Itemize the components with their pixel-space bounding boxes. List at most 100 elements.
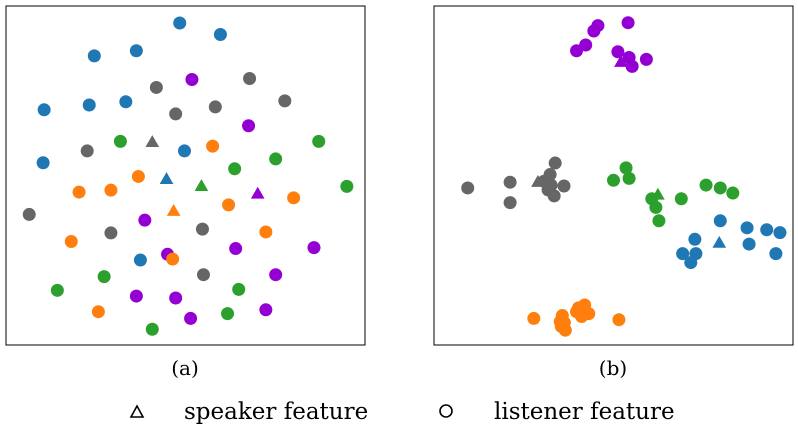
panel-a-green-circle-point-20 xyxy=(269,152,283,166)
panel-a-orange-triangle-point-33 xyxy=(166,204,181,216)
panel-a-blue-triangle-point-24 xyxy=(159,172,174,185)
panel-a-frame xyxy=(5,5,366,346)
panel-b-green-circle-point-23 xyxy=(699,178,713,192)
panel-a-gray-circle-point-44 xyxy=(196,268,210,282)
legend-triangle-icon xyxy=(129,404,145,418)
panel-a-purple-circle-point-52 xyxy=(184,311,198,325)
panel-a-purple-circle-point-41 xyxy=(307,241,321,255)
panel-a-green-circle-point-53 xyxy=(221,307,235,321)
panel-a-green-circle-point-49 xyxy=(232,282,246,296)
panel-a-gray-circle-point-12 xyxy=(169,107,183,121)
panel-b-purple-circle-point-0 xyxy=(621,16,635,30)
panel-a-gray-circle-point-11 xyxy=(208,100,222,114)
panel-b-gray-circle-point-10 xyxy=(548,156,562,170)
panel-a-orange-circle-point-36 xyxy=(259,225,273,239)
panel-a-orange-circle-point-31 xyxy=(222,198,236,212)
panel-a-green-circle-point-26 xyxy=(340,179,354,193)
panel-a-green-triangle-point-25 xyxy=(194,179,209,192)
panel-a-gray-circle-point-18 xyxy=(80,144,94,158)
legend-circle-icon xyxy=(439,404,453,418)
panel-b-gray-circle-point-14 xyxy=(503,175,517,189)
panel-a-blue-circle-point-9 xyxy=(82,98,96,112)
panel-b-green-circle-point-28 xyxy=(674,192,688,206)
panel-b-blue-circle-point-33 xyxy=(740,221,754,235)
panel-b-orange-circle-point-50 xyxy=(527,311,541,325)
panel-a-orange-circle-point-51 xyxy=(91,305,105,319)
panel-b-green-circle-point-30 xyxy=(649,200,663,214)
panel-a-purple-circle-point-13 xyxy=(242,119,256,133)
panel-b-green-circle-point-17 xyxy=(607,173,620,187)
panel-a-purple-circle-point-48 xyxy=(129,289,143,303)
panel-a-purple-circle-point-46 xyxy=(269,268,283,282)
panel-a-blue-circle-point-21 xyxy=(36,156,50,170)
panel-b-blue-circle-point-35 xyxy=(773,226,787,240)
panel-a-blue-circle-point-2 xyxy=(87,49,101,63)
panel-a-purple-circle-point-4 xyxy=(185,72,199,86)
panel-b-blue-triangle-point-37 xyxy=(712,235,727,248)
panel-b-gray-circle-point-20 xyxy=(461,181,475,195)
panel-b-blue-circle-point-38 xyxy=(742,237,756,251)
panel-b-gray-triangle-point-15 xyxy=(531,174,545,187)
panel-a-purple-circle-point-34 xyxy=(138,213,152,227)
panel-b-green-circle-point-31 xyxy=(652,214,666,228)
panel-b-purple-triangle-point-8 xyxy=(614,55,628,67)
panel-b-gray-circle-point-22 xyxy=(547,189,561,203)
panel-a-purple-circle-point-50 xyxy=(169,291,183,305)
panel-a-gray-triangle-point-14 xyxy=(145,135,160,148)
panel-a-gray-circle-point-6 xyxy=(149,80,163,94)
panel-b-purple-circle-point-5 xyxy=(611,45,625,59)
panel-a-orange-circle-point-28 xyxy=(104,183,118,197)
panel-a-orange-circle-point-27 xyxy=(72,185,86,199)
panel-a: (a) xyxy=(5,5,366,380)
panel-b-purple-circle-point-7 xyxy=(639,52,653,66)
legend-label-listener: listener feature xyxy=(494,399,675,425)
panel-a-green-circle-point-45 xyxy=(97,270,111,284)
panel-b-blue-circle-point-39 xyxy=(676,247,690,261)
panel-b-green-circle-point-25 xyxy=(726,186,740,200)
panel-a-green-circle-point-55 xyxy=(145,322,159,336)
panel-a-orange-circle-point-16 xyxy=(206,139,220,153)
panel-a-purple-triangle-point-29 xyxy=(250,186,265,199)
panel-a-purple-circle-point-40 xyxy=(229,242,243,256)
panel-a-blue-circle-point-8 xyxy=(37,103,51,117)
panel-a-orange-circle-point-38 xyxy=(64,235,78,249)
panel-a-purple-circle-point-54 xyxy=(259,303,273,317)
panel-b-blue-circle-point-41 xyxy=(769,247,783,261)
panel-b-blue-circle-point-34 xyxy=(760,223,774,237)
panel-b-blue-circle-point-36 xyxy=(688,232,702,246)
panel-b-orange-circle-point-47 xyxy=(582,307,596,321)
legend-item-speaker: speaker feature xyxy=(129,399,368,425)
panel-b-orange-circle-point-53 xyxy=(558,323,572,337)
panel-a-green-circle-point-17 xyxy=(312,134,326,148)
panel-a-blue-circle-point-0 xyxy=(173,16,187,30)
panel-b-gray-circle-point-19 xyxy=(557,179,571,193)
panel-a-gray-circle-point-37 xyxy=(104,226,118,240)
panel-b-points xyxy=(461,16,787,337)
panel-a-blue-circle-point-19 xyxy=(177,144,191,158)
panel-b-blue-circle-point-42 xyxy=(684,256,698,270)
panel-b-label: (b) xyxy=(599,356,627,380)
legend-label-speaker: speaker feature xyxy=(184,399,368,425)
panel-a-green-circle-point-22 xyxy=(228,162,242,176)
panel-b-purple-circle-point-4 xyxy=(570,44,584,58)
panel-a-green-circle-point-47 xyxy=(50,283,64,297)
panel-b-purple-circle-point-2 xyxy=(591,19,605,33)
panel-b-orange-circle-point-54 xyxy=(612,313,626,327)
panel-b-blue-circle-point-32 xyxy=(713,214,727,228)
panel-a-blue-circle-point-42 xyxy=(133,253,147,267)
panel-a-gray-circle-point-7 xyxy=(278,94,292,108)
panel-a-gray-circle-point-35 xyxy=(195,222,209,236)
panel-a-points xyxy=(22,16,354,336)
panel-a-blue-circle-point-3 xyxy=(129,44,143,58)
panel-a-orange-circle-point-30 xyxy=(287,191,301,205)
panel-a-blue-circle-point-1 xyxy=(213,28,227,42)
panel-a-label: (a) xyxy=(171,356,199,380)
panel-b-green-circle-point-24 xyxy=(713,181,727,195)
legend: speaker feature listener feature xyxy=(129,399,675,425)
panel-a-blue-circle-point-10 xyxy=(119,95,133,109)
panel-b-green-circle-point-16 xyxy=(622,171,636,185)
panel-b-green-circle-point-11 xyxy=(619,161,633,175)
panel-a-gray-circle-point-5 xyxy=(243,72,257,86)
